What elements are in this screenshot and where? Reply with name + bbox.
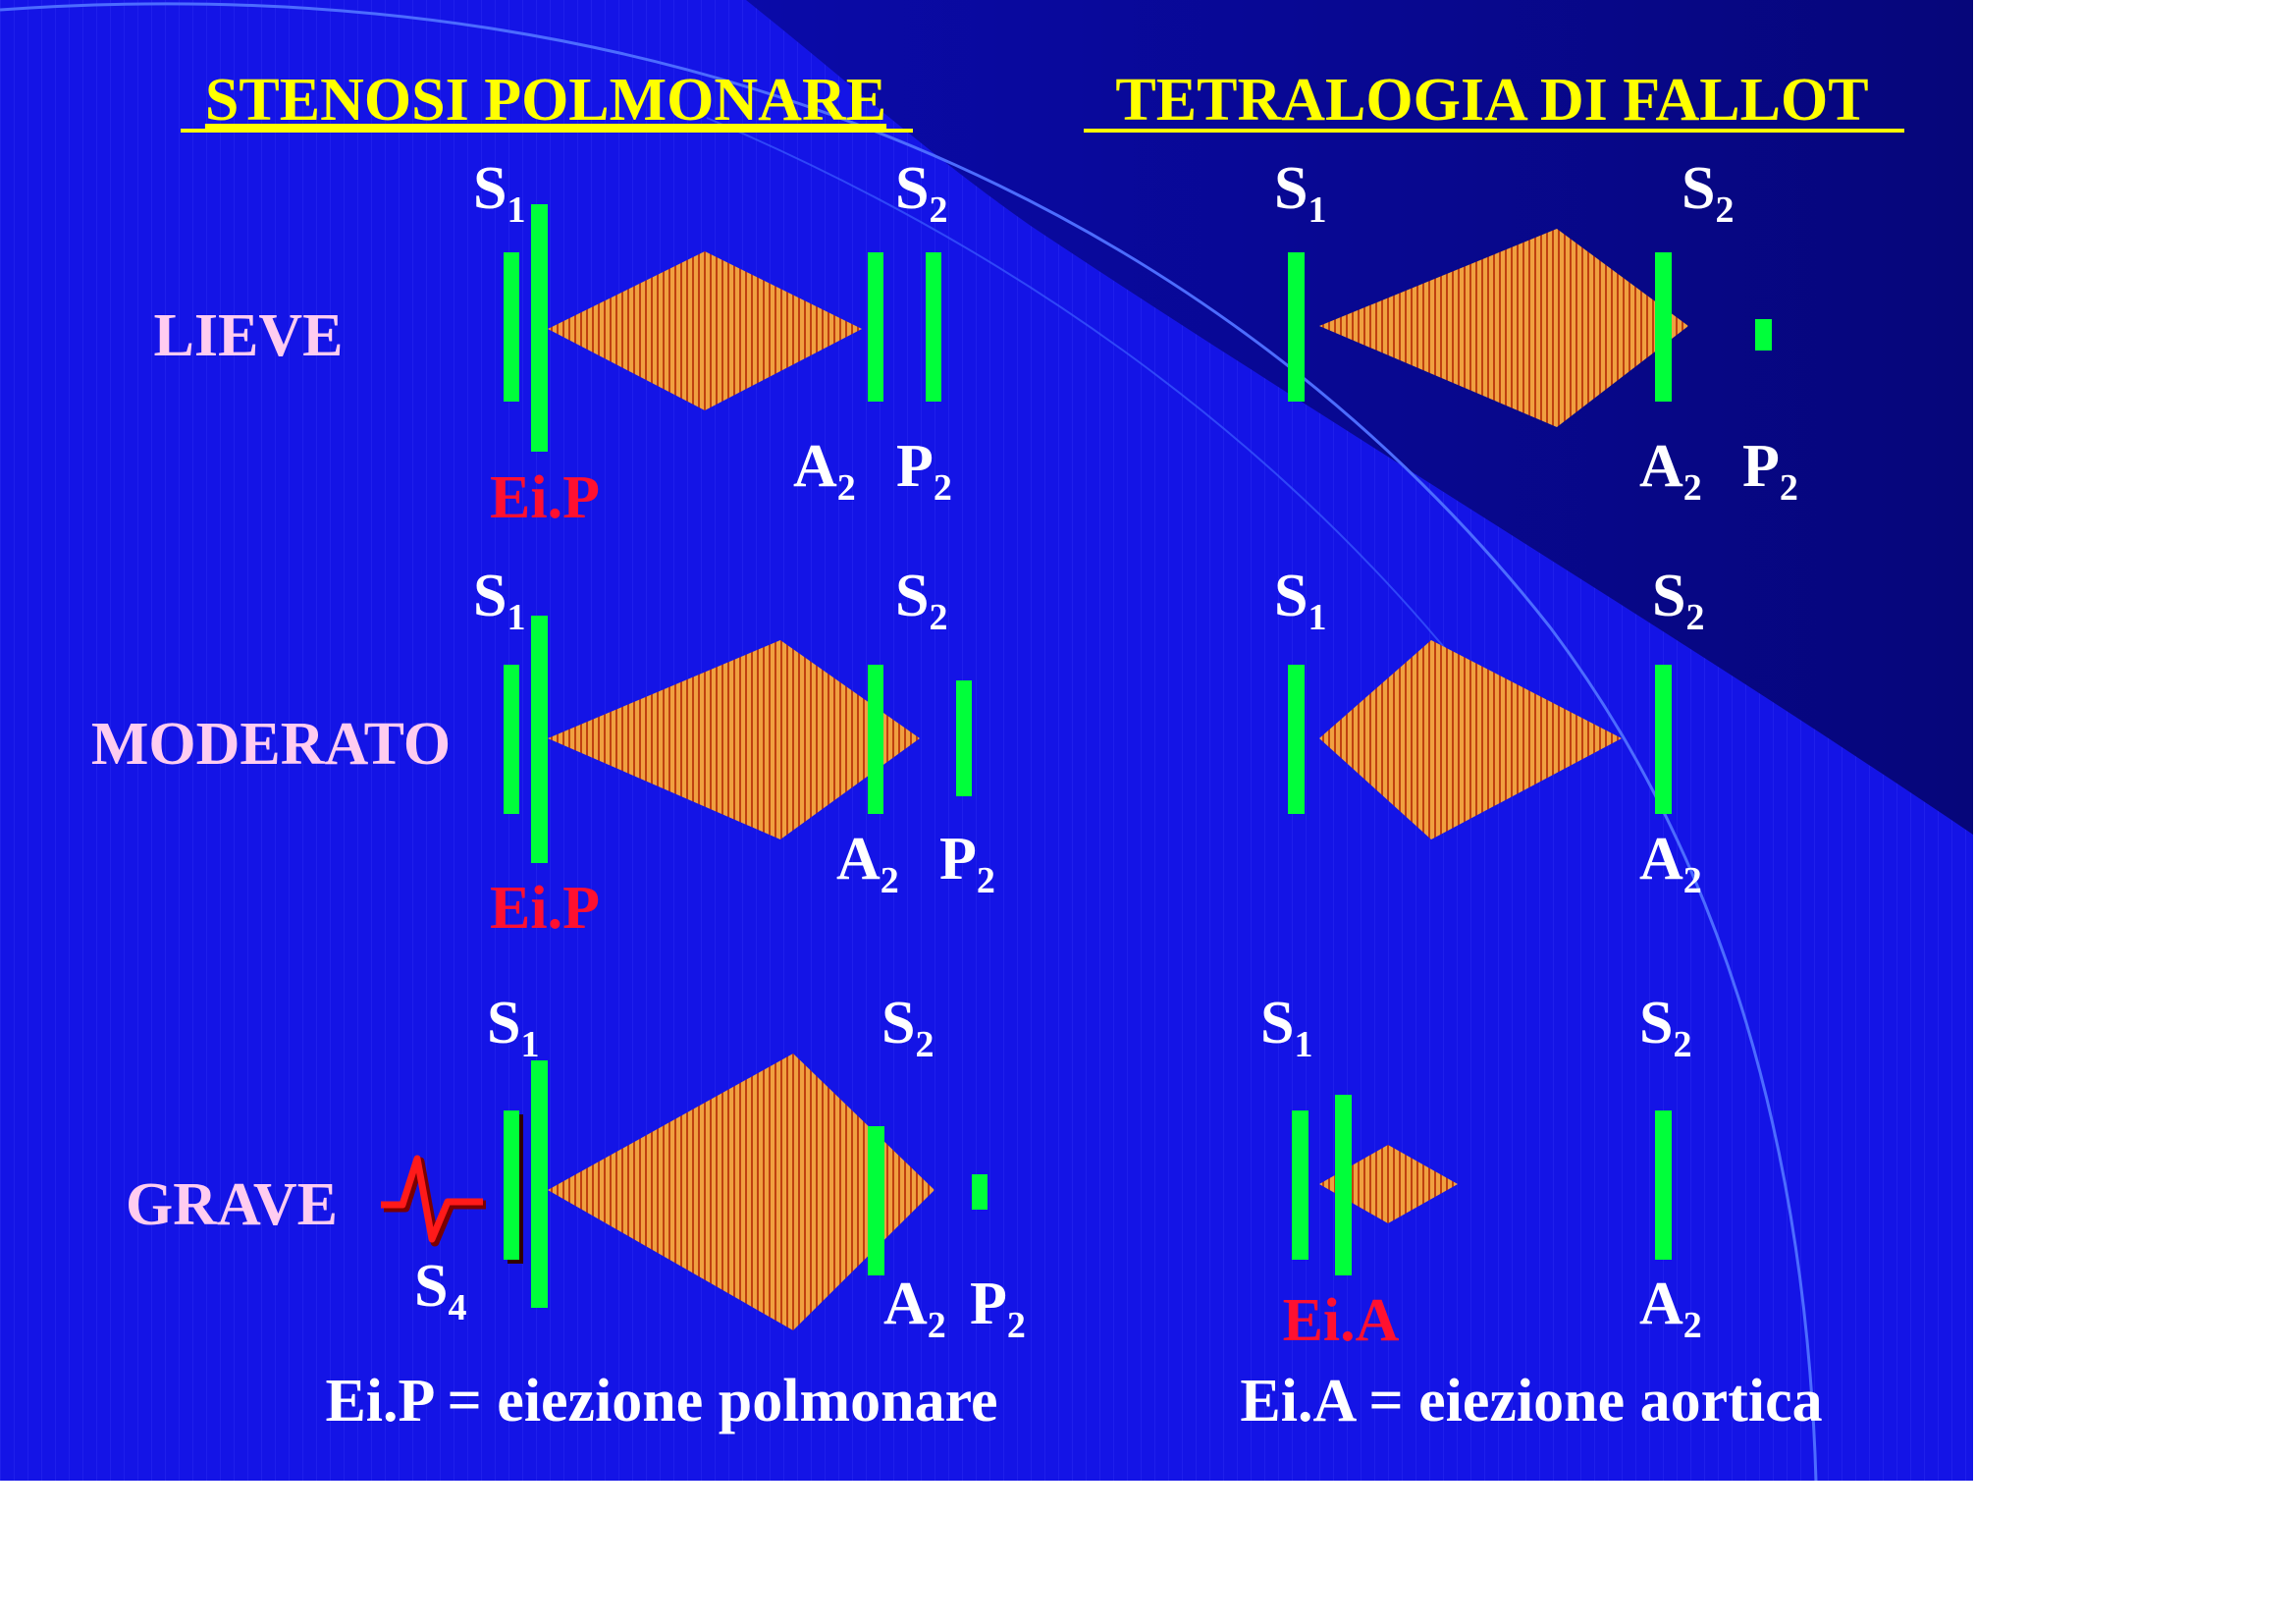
- ejection-label: Ei.P: [490, 875, 600, 942]
- background-dark-region: [746, 0, 1973, 835]
- s1-label: S1: [1260, 990, 1312, 1065]
- a2-label: A2: [1639, 826, 1702, 901]
- ecg-wave-icon-front: [381, 1155, 483, 1243]
- slide: STENOSI POLMONARE TETRALOGIA DI FALLOT L…: [0, 0, 1973, 1481]
- a2-bar: [868, 1126, 884, 1275]
- background-arc-1: [0, 2, 1818, 1481]
- a2-bar: [868, 665, 883, 814]
- row-lieve-stenosi: S1 S2 A2 P2 Ei.P: [473, 155, 952, 531]
- p2-bar: [956, 680, 972, 796]
- s1-bar: [1288, 665, 1305, 814]
- severity-grave: GRAVE: [126, 1171, 338, 1238]
- s2-label: S2: [895, 155, 947, 231]
- row-grave-stenosi: S1 S2 S4 A2 P2: [381, 990, 1026, 1346]
- s1-label: S1: [473, 563, 525, 638]
- ejection-bar: [531, 204, 548, 452]
- phonocardiogram-diagram: STENOSI POLMONARE TETRALOGIA DI FALLOT L…: [0, 0, 1973, 1481]
- s1-bar: [1288, 252, 1305, 402]
- severity-moderato: MODERATO: [91, 711, 451, 778]
- p2-bar: [1755, 319, 1772, 351]
- s1-bar: [504, 665, 519, 814]
- a2-label: A2: [1639, 433, 1702, 509]
- murmur-diamond: [1319, 229, 1688, 427]
- s2-label: S2: [881, 990, 934, 1065]
- a2-bar: [1655, 665, 1672, 814]
- row-grave-fallot: S1 S2 A2 Ei.A: [1260, 990, 1702, 1354]
- p2-label: P2: [896, 433, 952, 509]
- s1-label: S1: [1274, 563, 1326, 638]
- s1-label: S1: [473, 155, 525, 231]
- s2-label: S2: [1639, 990, 1691, 1065]
- p2-label: P2: [1742, 433, 1798, 509]
- row-lieve-fallot: S1 S2 A2 P2: [1274, 155, 1798, 509]
- p2-bar: [926, 252, 941, 402]
- a2-label: A2: [836, 826, 899, 901]
- s4-label: S4: [414, 1253, 466, 1328]
- a2-bar: [1655, 1110, 1672, 1260]
- ejection-label: Ei.P: [490, 464, 600, 531]
- ejection-label: Ei.A: [1283, 1287, 1400, 1354]
- legend-left: Ei.P = eiezione polmonare: [325, 1368, 997, 1434]
- murmur-diamond: [548, 251, 862, 410]
- row-moderato-fallot: S1 S2 A2: [1274, 563, 1704, 901]
- ejection-bar: [1335, 1095, 1352, 1275]
- murmur-diamond: [548, 1054, 934, 1330]
- severity-lieve: LIEVE: [154, 302, 344, 369]
- murmur-diamond: [548, 640, 920, 839]
- title-left: STENOSI POLMONARE: [205, 67, 886, 134]
- murmur-diamond: [1319, 1145, 1458, 1223]
- a2-bar: [1655, 252, 1672, 402]
- p2-label: P2: [970, 1271, 1026, 1346]
- s1-label: S1: [487, 990, 539, 1065]
- ejection-bar: [531, 1060, 548, 1308]
- murmur-diamond: [1319, 640, 1622, 839]
- a2-label: A2: [793, 433, 856, 509]
- s2-label: S2: [895, 563, 947, 638]
- title-right: TETRALOGIA DI FALLOT: [1115, 67, 1868, 134]
- s1-bar: [504, 252, 519, 402]
- s1-label: S1: [1274, 155, 1326, 231]
- s2-label: S2: [1652, 563, 1704, 638]
- ejection-bar: [531, 616, 548, 863]
- a2-label: A2: [1639, 1271, 1702, 1346]
- s2-label: S2: [1682, 155, 1734, 231]
- s4-bar: [504, 1110, 519, 1260]
- p2-bar: [972, 1174, 988, 1210]
- a2-bar: [868, 252, 883, 402]
- legend-right: Ei.A = eiezione aortica: [1240, 1368, 1822, 1434]
- p2-label: P2: [939, 826, 995, 901]
- row-moderato-stenosi: S1 S2 A2 P2 Ei.P: [473, 563, 995, 942]
- a2-label: A2: [883, 1271, 946, 1346]
- s1-bar: [1292, 1110, 1308, 1260]
- background-arc-2: [706, 117, 1493, 708]
